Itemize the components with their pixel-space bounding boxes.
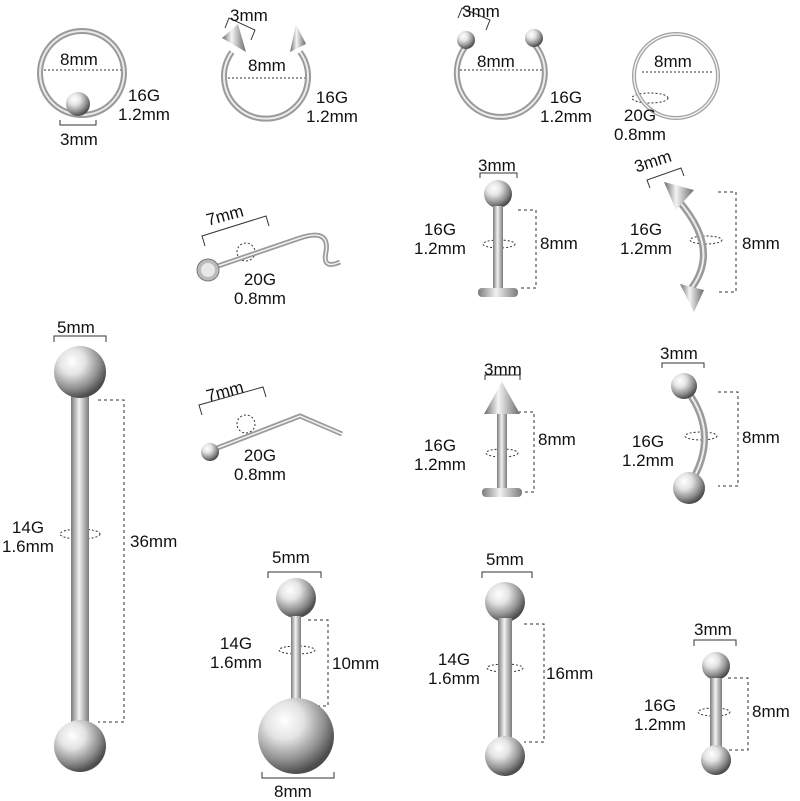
dim-label: 5mm bbox=[486, 550, 524, 569]
gauge-value: 16G bbox=[643, 696, 677, 715]
dim-label: 8mm bbox=[274, 782, 312, 801]
dim-label: 16mm bbox=[546, 664, 594, 683]
ball-horseshoe bbox=[453, 29, 548, 120]
gauge-mm: 1.6mm bbox=[428, 669, 480, 688]
gauge-mm: 1.2mm bbox=[414, 239, 466, 258]
gauge-value: 16G bbox=[127, 86, 161, 105]
dim-label: 8mm bbox=[248, 56, 286, 75]
gauge-value: 16G bbox=[423, 436, 457, 455]
gauge-mm: 1.2mm bbox=[118, 105, 170, 124]
dim-label: 5mm bbox=[272, 548, 310, 567]
spike-horseshoe bbox=[221, 24, 311, 122]
spike-labret bbox=[482, 382, 522, 497]
gauge-mm: 1.2mm bbox=[622, 451, 674, 470]
dim-label: 3mm bbox=[462, 2, 500, 21]
dim-label: 3mm bbox=[694, 620, 732, 639]
gauge-mm: 0.8mm bbox=[234, 465, 286, 484]
dim-label: 3mm bbox=[478, 156, 516, 175]
gauge-value: 20G bbox=[243, 446, 277, 465]
gauge-value: 16G bbox=[549, 88, 583, 107]
dim-label: 8mm bbox=[60, 50, 98, 69]
captive-bead-ring bbox=[37, 28, 127, 118]
gauge-value: 16G bbox=[315, 88, 349, 107]
seamless-ring bbox=[632, 32, 720, 120]
gauge-value: 20G bbox=[623, 106, 657, 125]
gauge-value: 20G bbox=[243, 270, 277, 289]
dim-label: 8mm bbox=[477, 52, 515, 71]
gauge-mm: 0.8mm bbox=[234, 289, 286, 308]
dim-label: 8mm bbox=[538, 430, 576, 449]
gauge-mm: 1.2mm bbox=[620, 239, 672, 258]
gauge-value: 16G bbox=[631, 432, 665, 451]
small-barbell bbox=[701, 652, 731, 775]
gauge-mm: 0.8mm bbox=[614, 125, 666, 144]
industrial-barbell bbox=[54, 346, 106, 772]
dim-label: 8mm bbox=[742, 234, 780, 253]
l-shape-nose-stud bbox=[201, 413, 343, 461]
gauge-mm: 1.2mm bbox=[540, 107, 592, 126]
gauge-mm: 1.2mm bbox=[414, 455, 466, 474]
gauge-mm: 1.6mm bbox=[2, 537, 54, 556]
dim-label: 3mm bbox=[60, 130, 98, 149]
gauge-mm: 1.6mm bbox=[210, 653, 262, 672]
ball-labret bbox=[478, 180, 518, 297]
belly-ring bbox=[258, 578, 334, 774]
gauge-mm: 1.2mm bbox=[306, 107, 358, 126]
dim-label: 36mm bbox=[130, 532, 178, 551]
gauge-mm: 1.2mm bbox=[634, 715, 686, 734]
dim-label: 3mm bbox=[230, 6, 268, 25]
spike-curved-barbell bbox=[664, 182, 707, 312]
tongue-barbell bbox=[485, 582, 525, 776]
ball-curved-barbell bbox=[671, 373, 708, 504]
dim-label: 8mm bbox=[654, 52, 692, 71]
gauge-value: 14G bbox=[219, 634, 253, 653]
dim-label: 3mm bbox=[484, 360, 522, 379]
gauge-value: 14G bbox=[11, 518, 45, 537]
dim-label: 8mm bbox=[752, 702, 790, 721]
dim-label: 8mm bbox=[742, 428, 780, 447]
dim-label: 3mm bbox=[660, 344, 698, 363]
dim-label: 8mm bbox=[540, 234, 578, 253]
nose-screw bbox=[196, 232, 342, 282]
gauge-value: 14G bbox=[437, 650, 471, 669]
gauge-value: 16G bbox=[423, 220, 457, 239]
dim-label: 10mm bbox=[332, 654, 380, 673]
dim-label: 5mm bbox=[57, 318, 95, 337]
gauge-value: 16G bbox=[629, 220, 663, 239]
